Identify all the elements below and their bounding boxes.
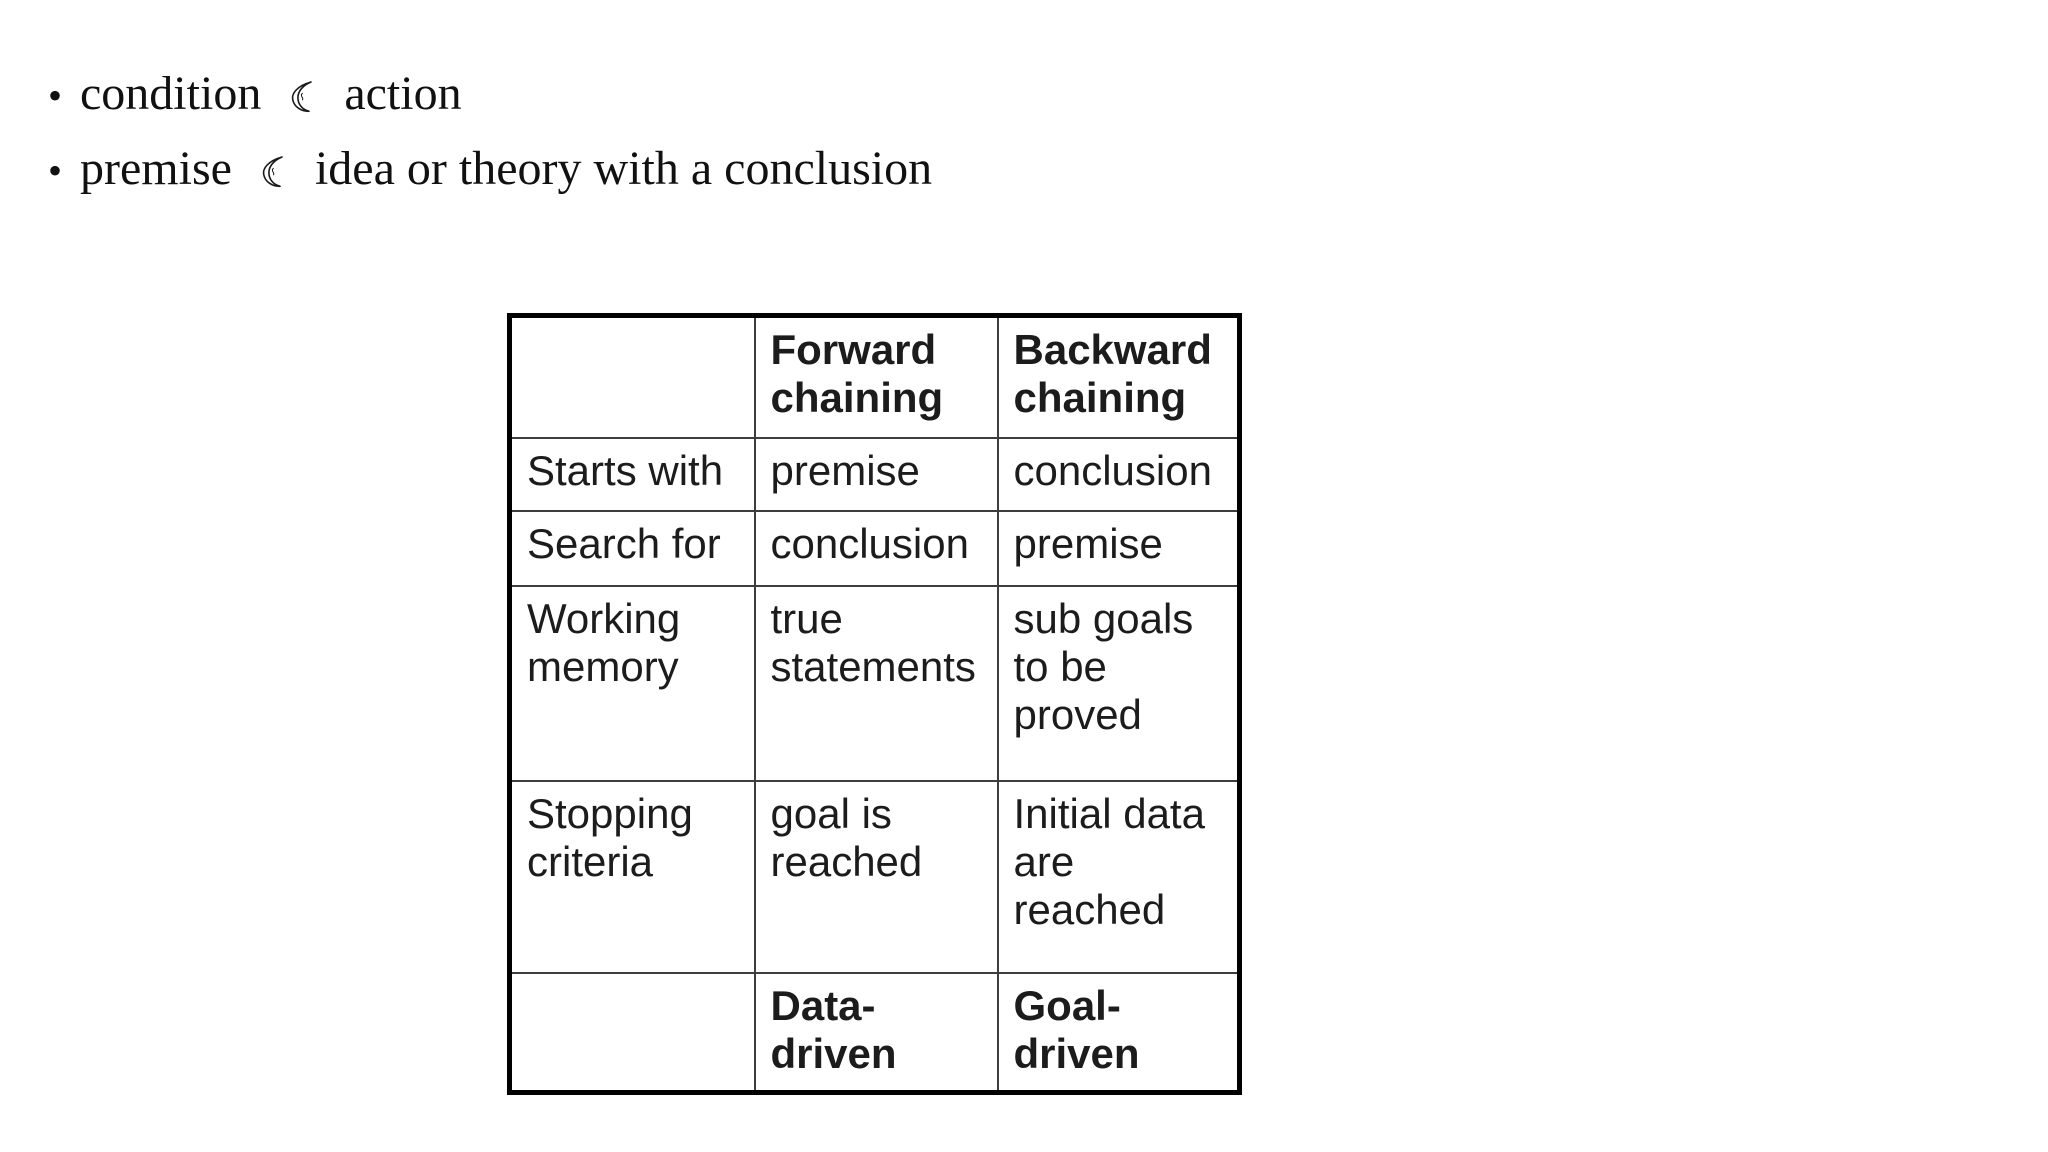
backward-cell-goal-driven: Goal- driven bbox=[996, 971, 1241, 1094]
table-row-working-memory: Working memory true statements sub goals… bbox=[508, 584, 1241, 782]
row-label: Starts with bbox=[508, 436, 756, 512]
table-header-row: Forward chaining Backward chaining bbox=[508, 314, 1241, 439]
table-header-empty-cell bbox=[508, 314, 756, 439]
row-label: Stopping criteria bbox=[508, 779, 756, 974]
backward-cell: conclusion bbox=[996, 436, 1241, 512]
crescent-moon-icon bbox=[290, 60, 316, 135]
table-row-starts-with: Starts with premise conclusion bbox=[508, 436, 1241, 512]
bullet-item-premise: • premise idea or theory with a conclusi… bbox=[48, 131, 932, 206]
bullet-dot: • bbox=[48, 73, 63, 118]
table-header-backward-chaining: Backward chaining bbox=[996, 314, 1241, 439]
row-label bbox=[508, 971, 756, 1094]
bullet-dot: • bbox=[48, 148, 63, 193]
table-row-stopping-criteria: Stopping criteria goal is reached Initia… bbox=[508, 779, 1241, 974]
bullet-definition: idea or theory with a conclusion bbox=[314, 142, 933, 195]
forward-cell: conclusion bbox=[753, 509, 999, 587]
bullet-term: premise bbox=[80, 142, 232, 195]
forward-cell-data-driven: Data- driven bbox=[753, 971, 999, 1094]
crescent-moon-icon bbox=[261, 135, 287, 210]
forward-cell: true statements bbox=[753, 584, 999, 782]
row-label: Working memory bbox=[508, 584, 756, 782]
bullet-list: • condition action • premise idea or the… bbox=[48, 56, 932, 206]
bullet-item-condition: • condition action bbox=[48, 56, 932, 131]
bullet-definition: action bbox=[344, 67, 462, 120]
table-footer-row: Data- driven Goal- driven bbox=[508, 971, 1241, 1094]
forward-backward-chaining-table: Forward chaining Backward chaining Start… bbox=[507, 313, 1242, 1095]
bullet-term: condition bbox=[80, 67, 262, 120]
table-row-search-for: Search for conclusion premise bbox=[508, 509, 1241, 587]
forward-cell: premise bbox=[753, 436, 999, 512]
row-label: Search for bbox=[508, 509, 756, 587]
forward-cell: goal is reached bbox=[753, 779, 999, 974]
table-header-forward-chaining: Forward chaining bbox=[753, 314, 999, 439]
backward-cell: Initial data are reached bbox=[996, 779, 1241, 974]
backward-cell: premise bbox=[996, 509, 1241, 587]
backward-cell: sub goals to be proved bbox=[996, 584, 1241, 782]
